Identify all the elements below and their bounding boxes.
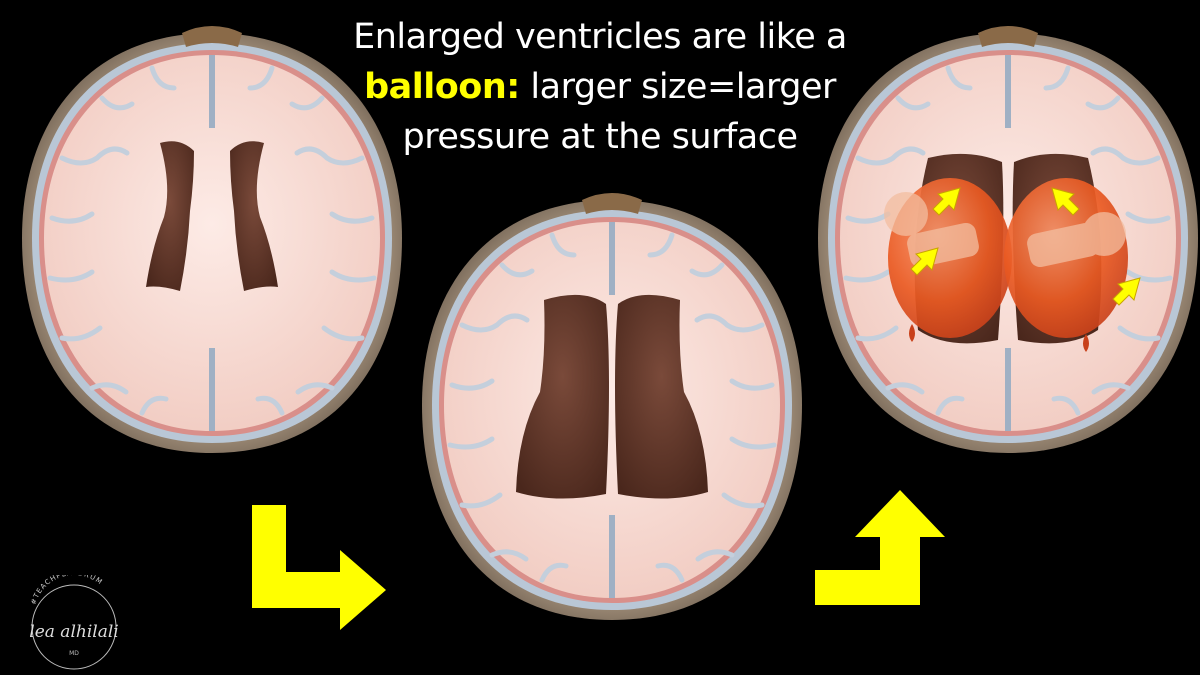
brain-panel-balloon [818, 26, 1198, 453]
balloon-knot-right [1083, 334, 1089, 352]
signature-logo: #TEACHPLAYDRUM lea alhilali MD [29, 575, 119, 670]
pressure-arrow-icon [1051, 187, 1080, 216]
ventricle-right-enlarged [615, 294, 708, 499]
pressure-arrow-icon [1112, 277, 1141, 306]
brain-panel-enlarged [422, 193, 802, 620]
hand-right-icon [1027, 212, 1126, 268]
ventricle-right-normal [230, 141, 278, 291]
caption-highlight: balloon: [364, 67, 520, 107]
flow-arrow-down-right [252, 505, 386, 630]
caption: Enlarged ventricles are like a balloon: … [330, 12, 870, 162]
logo-suffix: MD [69, 650, 79, 657]
ventricle-left-enlarged [516, 294, 609, 499]
logo-name: lea alhilali [29, 622, 118, 642]
pressure-arrow-icon [932, 187, 961, 216]
caption-line-2-rest: larger size=larger [519, 67, 836, 107]
caption-line-3: pressure at the surface [402, 117, 798, 157]
balloon-knot-left [909, 324, 915, 342]
ventricle-left-normal [146, 141, 194, 291]
brain-panel-normal [22, 26, 402, 453]
pressure-arrow-icon [910, 247, 939, 276]
caption-line-1: Enlarged ventricles are like a [353, 17, 847, 57]
flow-arrow-right-up [815, 490, 945, 605]
caption-line-2: balloon: larger size=larger [330, 62, 870, 112]
